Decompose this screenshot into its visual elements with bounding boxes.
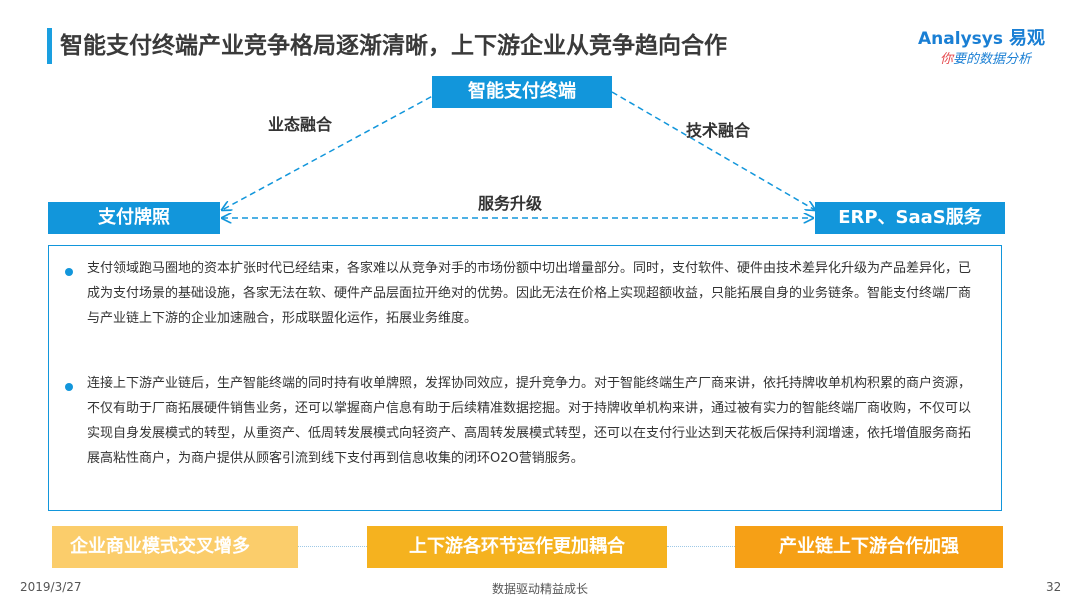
- outcome-business-model-crossover: 企业商业模式交叉增多: [52, 526, 298, 568]
- logo-initial: A: [918, 29, 932, 49]
- content-box: 支付领域跑马圈地的资本扩张时代已经结束，各家难以从竞争对手的市场份额中切出增量部…: [48, 245, 1002, 511]
- edge-top-left: [222, 91, 441, 210]
- footer-date: 2019/3/27: [20, 580, 82, 594]
- page-title: 智能支付终端产业竞争格局逐渐清晰，上下游企业从竞争趋向合作: [60, 33, 727, 59]
- logo-slogan-rest: 要的数据分析: [953, 52, 1032, 67]
- outcome-chain-cooperation: 产业链上下游合作加强: [735, 526, 1003, 568]
- outcome-coupled-operations: 上下游各环节运作更加耦合: [367, 526, 667, 568]
- paragraph-market-saturation: 支付领域跑马圈地的资本扩张时代已经结束，各家难以从竞争对手的市场份额中切出增量部…: [87, 261, 972, 326]
- logo-slogan-lead: 你: [940, 52, 954, 67]
- edge-top-right: [611, 91, 815, 210]
- edge-label-service-upgrade: 服务升级: [478, 194, 543, 213]
- node-payment-license: 支付牌照: [48, 202, 220, 234]
- edge-label-tech-fusion: 技术融合: [686, 121, 751, 140]
- title-accent-bar: [47, 28, 52, 64]
- logo-brand: nalysys: [931, 29, 1003, 49]
- outcome-connector: [667, 546, 735, 547]
- bullet-dot: [65, 268, 73, 276]
- page-number: 32: [1046, 580, 1062, 594]
- footer-slogan: 数据驱动精益成长: [492, 582, 589, 596]
- node-smart-payment-terminal: 智能支付终端: [432, 76, 612, 108]
- logo-slogan: 你要的数据分析: [940, 48, 1031, 67]
- outcome-connector: [298, 546, 367, 547]
- edge-label-business-fusion: 业态融合: [268, 115, 333, 134]
- logo-brand-cn: 易观: [1008, 28, 1045, 49]
- paragraph-industry-chain: 连接上下游产业链后，生产智能终端的同时持有收单牌照，发挥协同效应，提升竞争力。对…: [87, 376, 972, 466]
- bullet-dot: [65, 383, 73, 391]
- node-erp-saas-service: ERP、SaaS服务: [815, 202, 1005, 234]
